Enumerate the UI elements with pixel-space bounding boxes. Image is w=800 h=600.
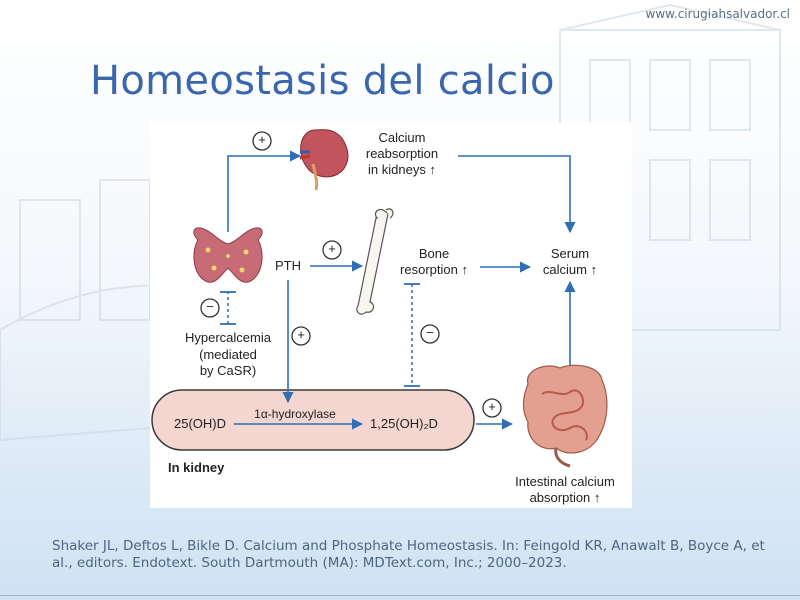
calcium-reabsorption-label: Calcium reabsorption in kidneys ↑	[365, 130, 439, 177]
pth-label: PTH	[275, 258, 301, 273]
kidney-icon	[299, 129, 349, 191]
arrow-reabsorption-to-serum	[458, 155, 576, 234]
website-url: www.cirugiahsalvador.cl	[645, 7, 790, 21]
plus-sign: +	[297, 327, 305, 342]
minus-sign: −	[426, 325, 434, 340]
plus-sign: +	[328, 241, 336, 256]
calcium-homeostasis-diagram: + + + + − − Calcium reabsorption in kidn…	[150, 122, 632, 508]
plus-circle-thyroid-kidney	[252, 131, 272, 151]
footer-divider	[0, 595, 800, 596]
minus-circle-bone	[420, 324, 440, 344]
intestinal-absorption-label: Intestinal calcium absorption ↑	[515, 474, 615, 505]
kidney-box	[151, 389, 475, 451]
minus-sign: −	[206, 299, 214, 314]
thyroid-icon	[193, 227, 263, 283]
bone-resorption-label: Bone resorption ↑	[400, 246, 468, 277]
hypercalcemia-note: (mediated by CaSR)	[199, 347, 257, 378]
substrate-label: 25(OH)D	[173, 416, 226, 431]
serum-calcium-label: Serum calcium ↑	[542, 246, 598, 277]
kidney-location-label: In kidney	[168, 460, 225, 475]
plus-circle-pth-bone	[322, 240, 342, 260]
hypercalcemia-label: Hypercalcemia	[185, 330, 271, 345]
product-label: 1,25(OH)₂D	[370, 416, 438, 431]
plus-sign: +	[488, 399, 496, 414]
bone-icon	[356, 208, 394, 315]
slide-title: Homeostasis del calcio	[90, 58, 555, 104]
citation-text: Shaker JL, Deftos L, Bikle D. Calcium an…	[52, 538, 765, 571]
enzyme-label: 1α-hydroxylase	[254, 407, 336, 421]
arrow-thyroid-to-kidney	[227, 150, 302, 232]
plus-circle-pth-kidney	[291, 326, 311, 346]
intestine-icon	[522, 364, 608, 468]
plus-circle-kidney-intestine	[482, 398, 502, 418]
minus-circle-hypercalcemia	[200, 298, 220, 318]
diagram-graphics	[151, 129, 608, 468]
plus-sign: +	[258, 132, 266, 147]
